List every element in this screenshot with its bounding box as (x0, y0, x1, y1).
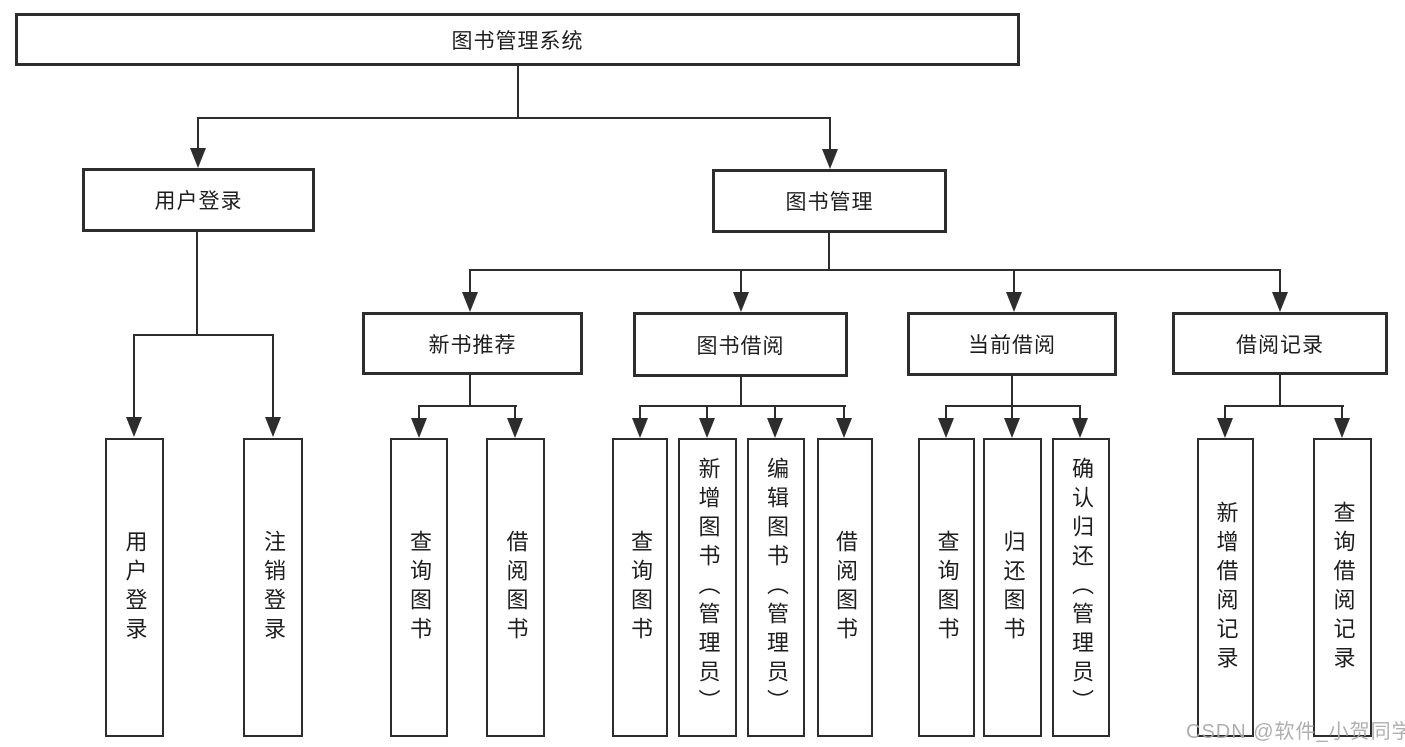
arrowhead-down-icon (265, 417, 281, 437)
arrowhead-down-icon (1004, 418, 1020, 438)
arrow-shaft (706, 405, 708, 421)
leaf-current-query: 查询图书 (918, 438, 975, 737)
connector-borrow-rail (639, 405, 846, 407)
connector-root-stub (517, 66, 519, 118)
arrowhead-down-icon (1072, 418, 1088, 438)
connector-borrow-stub (740, 377, 742, 406)
node-label: 新书推荐 (428, 333, 517, 357)
arrow-shaft (1279, 269, 1281, 295)
arrowhead-down-icon (822, 149, 838, 169)
leaf-logout: 注销登录 (243, 438, 303, 737)
node-user-login-group: 用户登录 (82, 168, 315, 232)
leaf-label: 查询借阅记录 (1330, 500, 1356, 675)
arrowhead-down-icon (836, 418, 852, 438)
leaf-label: 注销登录 (261, 529, 286, 646)
node-label: 借阅记录 (1236, 333, 1324, 357)
arrowhead-down-icon (733, 292, 749, 312)
leaf-label: 新增图书（管理员） (695, 457, 721, 718)
arrowhead-down-icon (1334, 418, 1350, 438)
arrowhead-down-icon (462, 292, 478, 312)
arrowhead-down-icon (699, 418, 715, 438)
arrowhead-down-icon (507, 418, 523, 438)
connector-root-rail (197, 117, 831, 119)
arrowhead-down-icon (1006, 292, 1022, 312)
connector-newbook-stub (469, 375, 471, 407)
node-book-management-group: 图书管理 (712, 169, 947, 233)
leaf-user-login: 用户登录 (105, 438, 164, 737)
arrowhead-down-icon (767, 418, 783, 438)
arrow-shaft (197, 117, 199, 150)
arrowhead-down-icon (938, 418, 954, 438)
connector-userlogin-stub (196, 232, 198, 336)
arrow-shaft (829, 117, 831, 150)
leaf-label: 编辑图书（管理员） (764, 457, 789, 718)
node-root: 图书管理系统 (15, 13, 1020, 66)
arrowhead-down-icon (1272, 292, 1288, 312)
node-root-label: 图书管理系统 (451, 29, 584, 53)
arrow-shaft (774, 405, 776, 421)
node-book-borrow: 图书借阅 (633, 312, 848, 377)
leaf-borrow-edit-admin: 编辑图书（管理员） (747, 438, 805, 737)
node-label: 图书管理 (785, 191, 874, 214)
arrow-shaft (418, 405, 420, 421)
node-label: 当前借阅 (968, 334, 1056, 357)
leaf-label: 用户登录 (122, 529, 148, 646)
arrow-shaft (133, 334, 135, 419)
node-borrow-records: 借阅记录 (1172, 312, 1388, 375)
connector-bookmgmt-stub (828, 233, 830, 271)
connector-current-stub (1011, 376, 1013, 406)
node-current-borrow: 当前借阅 (907, 312, 1117, 376)
connector-newbook-rail (418, 405, 517, 407)
connector-userlogin-rail (133, 334, 274, 336)
leaf-label: 借阅图书 (503, 529, 529, 646)
leaf-newbook-borrow: 借阅图书 (486, 438, 545, 737)
csdn-watermark: CSDN @软件_小贺同学 (1186, 721, 1405, 743)
connector-records-stub (1279, 375, 1281, 406)
arrow-shaft (1011, 405, 1013, 421)
leaf-newbook-query: 查询图书 (390, 438, 448, 737)
connector-current-rail (945, 405, 1081, 407)
leaf-label: 新增借阅记录 (1213, 500, 1239, 675)
arrow-shaft (945, 405, 947, 421)
leaf-label: 查询图书 (407, 529, 432, 646)
leaf-label: 归还图书 (1000, 529, 1026, 646)
arrowhead-down-icon (411, 418, 427, 438)
leaf-borrow-borrow: 借阅图书 (817, 438, 873, 737)
arrowhead-down-icon (190, 148, 206, 168)
arrow-shaft (272, 334, 274, 419)
arrow-shaft (514, 405, 516, 421)
connector-records-rail (1224, 405, 1344, 407)
arrow-shaft (1013, 269, 1015, 295)
arrow-shaft (469, 269, 471, 295)
arrow-shaft (1224, 405, 1226, 421)
leaf-label: 查询图书 (934, 529, 960, 646)
leaf-record-query: 查询借阅记录 (1313, 438, 1372, 737)
arrow-shaft (843, 405, 845, 421)
leaf-record-add: 新增借阅记录 (1197, 438, 1254, 737)
arrowhead-down-icon (1217, 418, 1233, 438)
leaf-current-confirm-admin: 确认归还（管理员） (1052, 438, 1110, 737)
arrow-shaft (1341, 405, 1343, 421)
leaf-label: 查询图书 (628, 529, 653, 646)
node-new-book-recommend: 新书推荐 (362, 312, 583, 375)
leaf-label: 借阅图书 (833, 529, 858, 646)
arrowhead-down-icon (126, 417, 142, 437)
leaf-borrow-add-admin: 新增图书（管理员） (678, 438, 737, 737)
leaf-current-return: 归还图书 (983, 438, 1042, 737)
arrow-shaft (1079, 405, 1081, 421)
arrowhead-down-icon (632, 418, 648, 438)
node-label: 图书借阅 (696, 334, 785, 358)
node-label: 用户登录 (154, 190, 243, 213)
leaf-borrow-query: 查询图书 (612, 438, 668, 737)
arrow-shaft (639, 405, 641, 421)
connector-bookmgmt-rail (469, 269, 1281, 271)
leaf-label: 确认归还（管理员） (1069, 457, 1094, 718)
arrow-shaft (740, 269, 742, 295)
